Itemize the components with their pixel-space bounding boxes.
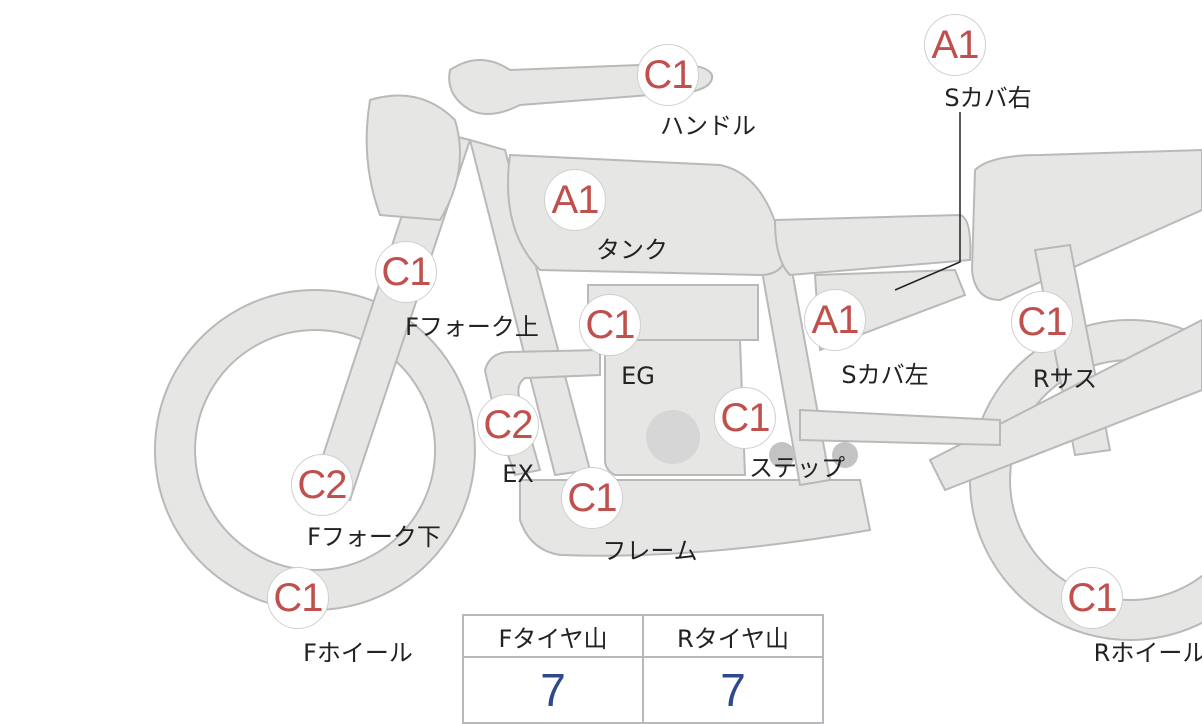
part-label-front-fork-upper: Fフォーク上 <box>405 313 539 341</box>
part-label-seat-cover-right: Sカバ右 <box>944 84 1032 112</box>
grade-badge-front-wheel: C1 <box>267 567 329 629</box>
seat-base <box>773 213 972 277</box>
part-label-rear-suspension: Rサス <box>1032 365 1098 393</box>
step-peg-left <box>769 442 795 468</box>
part-label-front-fork-lower: Fフォーク下 <box>307 523 441 551</box>
grade-badge-rear-wheel: C1 <box>1061 567 1123 629</box>
part-label-exhaust: EX <box>502 460 534 488</box>
rear-fender <box>970 148 1202 302</box>
grade-badge-front-fork-lower: C2 <box>291 454 353 516</box>
part-label-front-wheel: Fホイール <box>303 639 413 667</box>
front-tire-header: Fタイヤ山 <box>462 614 644 658</box>
grade-badge-seat-cover-right: A1 <box>924 14 986 76</box>
leader-line <box>894 112 961 291</box>
grade-badge-tank: A1 <box>544 169 606 231</box>
grade-badge-rear-suspension: C1 <box>1011 291 1073 353</box>
grade-badge-frame: C1 <box>561 467 623 529</box>
tire-tread-table: Fタイヤ山 Rタイヤ山 7 7 <box>462 614 824 724</box>
swingarm-shape <box>928 318 1202 492</box>
part-label-step: ステップ <box>749 454 845 482</box>
grade-badge-seat-cover-left: A1 <box>804 289 866 351</box>
part-label-frame: フレーム <box>602 537 698 565</box>
part-label-tank: タンク <box>596 236 668 264</box>
grade-badge-front-fork-upper: C1 <box>375 241 437 303</box>
grade-badge-exhaust: C2 <box>477 394 539 456</box>
rear-tire-header: Rタイヤ山 <box>642 614 824 658</box>
part-label-engine: EG <box>621 362 655 390</box>
rear-tire-value: 7 <box>642 656 824 724</box>
grade-badge-engine: C1 <box>579 294 641 356</box>
part-label-rear-wheel: Rホイール <box>1093 639 1202 667</box>
engine-cover-circle <box>646 410 700 464</box>
front-tire-value: 7 <box>462 656 644 724</box>
part-label-seat-cover-left: Sカバ左 <box>841 361 929 389</box>
step-peg-right <box>832 442 858 468</box>
part-label-handle: ハンドル <box>660 112 756 140</box>
headlight-shape <box>365 94 461 222</box>
engine-body <box>604 339 747 476</box>
step-bar <box>799 408 1001 447</box>
grade-badge-handle: C1 <box>637 44 699 106</box>
grade-badge-step: C1 <box>714 387 776 449</box>
